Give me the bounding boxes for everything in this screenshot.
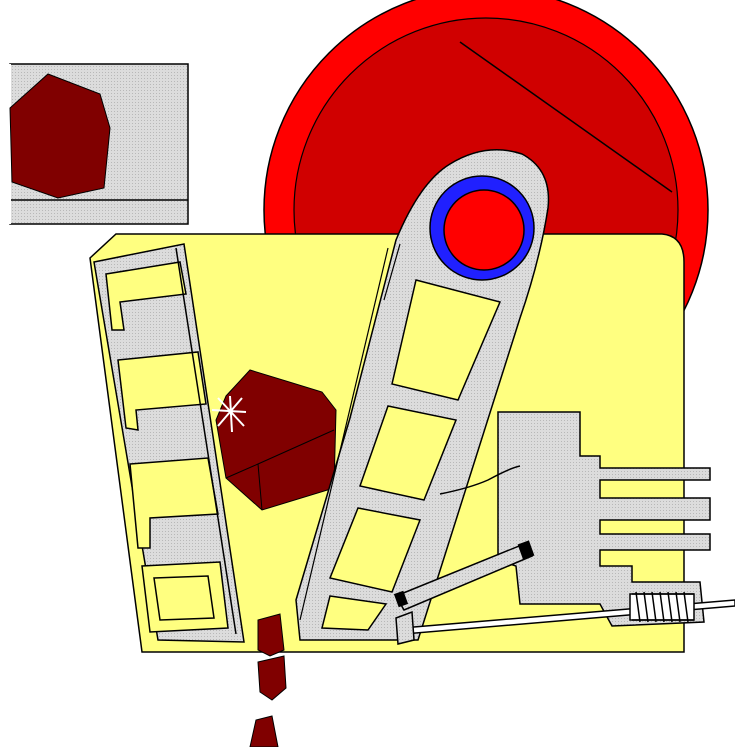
crushed-rock-fragments-icon [249, 613, 287, 747]
feed-inset-view [9, 63, 189, 225]
fixed-jaw [93, 243, 245, 643]
toggle-plate [393, 540, 535, 611]
inset-rock-icon [9, 73, 111, 199]
coil-spring-icon [629, 591, 695, 623]
impact-spark-icon [211, 395, 247, 433]
eccentric-shaft-bearing-icon [429, 175, 535, 281]
